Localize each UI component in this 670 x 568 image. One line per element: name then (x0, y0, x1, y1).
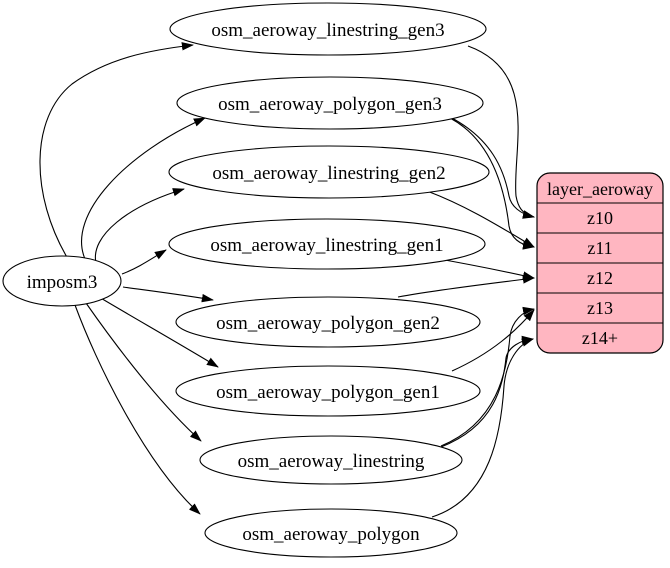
edge-osm_aeroway_polygon_gen1-z13 (451, 309, 535, 372)
node-osm_aeroway_linestring_gen2: osm_aeroway_linestring_gen2 (168, 145, 490, 199)
edge-imposm3-osm_aeroway_linestring (85, 302, 202, 442)
edge-osm_aeroway_polygon_gen3-z10 (449, 116, 535, 219)
table-label: osm_aeroway_polygon_gen3 (218, 94, 442, 115)
node-osm_aeroway_polygon_gen2: osm_aeroway_polygon_gen2 (175, 296, 481, 348)
table-ellipse (175, 296, 481, 348)
layer-row-z13: z13 (587, 298, 613, 318)
edge-imposm3-osm_aeroway_polygon (74, 304, 201, 515)
table-ellipse (176, 76, 484, 130)
edge-osm_aeroway_linestring_gen3-z10 (467, 45, 535, 219)
layer-row-z11: z11 (587, 238, 612, 258)
layer-row-z14plus: z14+ (582, 328, 618, 348)
node-osm_aeroway_linestring_gen3: osm_aeroway_linestring_gen3 (169, 2, 487, 56)
edge-osm_aeroway_polygon_gen3-z11 (449, 117, 535, 250)
edge-osm_aeroway_polygon_gen2-z12 (397, 275, 535, 298)
layer-row-z10: z10 (587, 208, 613, 228)
node-osm_aeroway_polygon: osm_aeroway_polygon (204, 508, 458, 558)
imposm3-ellipse (2, 255, 122, 307)
table-label: osm_aeroway_linestring_gen1 (210, 235, 443, 256)
edge-osm_aeroway_linestring_gen2-z11 (426, 190, 535, 248)
node-osm_aeroway_linestring: osm_aeroway_linestring (199, 435, 463, 485)
table-ellipse (175, 365, 481, 417)
layer-title: layer_aeroway (547, 179, 653, 199)
node-osm_aeroway_polygon_gen3: osm_aeroway_polygon_gen3 (176, 76, 484, 130)
imposm3-label: imposm3 (27, 272, 98, 293)
table-ellipse (199, 435, 463, 485)
edge-imposm3-osm_aeroway_linestring_gen1 (121, 249, 167, 275)
edge-imposm3-osm_aeroway_linestring_gen3 (39, 42, 194, 260)
layer-row-z12: z12 (587, 268, 613, 288)
table-label: osm_aeroway_linestring_gen3 (211, 20, 444, 41)
node-imposm3: imposm3 (2, 255, 122, 307)
table-ellipse (168, 218, 486, 270)
node-osm_aeroway_linestring_gen1: osm_aeroway_linestring_gen1 (168, 218, 486, 270)
table-label: osm_aeroway_linestring_gen2 (212, 163, 445, 184)
table-label: osm_aeroway_linestring (238, 451, 425, 472)
node-layer_aeroway: layer_aeroway z10 z11 z12 z13 z14+ (536, 172, 664, 354)
table-label: osm_aeroway_polygon (242, 524, 420, 545)
edge-imposm3-osm_aeroway_polygon_gen2 (122, 286, 214, 303)
edge-imposm3-osm_aeroway_polygon_gen3 (81, 117, 206, 260)
edge-imposm3-osm_aeroway_polygon_gen1 (98, 296, 219, 368)
edge-osm_aeroway_polygon-z14plus (431, 338, 534, 518)
edges-to-layer (397, 45, 535, 518)
table-ellipse (169, 2, 487, 56)
edge-imposm3-osm_aeroway_linestring_gen2 (94, 188, 185, 264)
edges-from-imposm3 (39, 42, 219, 515)
table-ellipse (204, 508, 458, 558)
node-osm_aeroway_polygon_gen1: osm_aeroway_polygon_gen1 (175, 365, 481, 417)
table-label: osm_aeroway_polygon_gen2 (216, 313, 440, 334)
table-ellipse (168, 145, 490, 199)
edge-osm_aeroway_linestring-z14plus (440, 335, 534, 448)
table-label: osm_aeroway_polygon_gen1 (216, 382, 440, 403)
edge-osm_aeroway_linestring-z13 (440, 306, 535, 447)
